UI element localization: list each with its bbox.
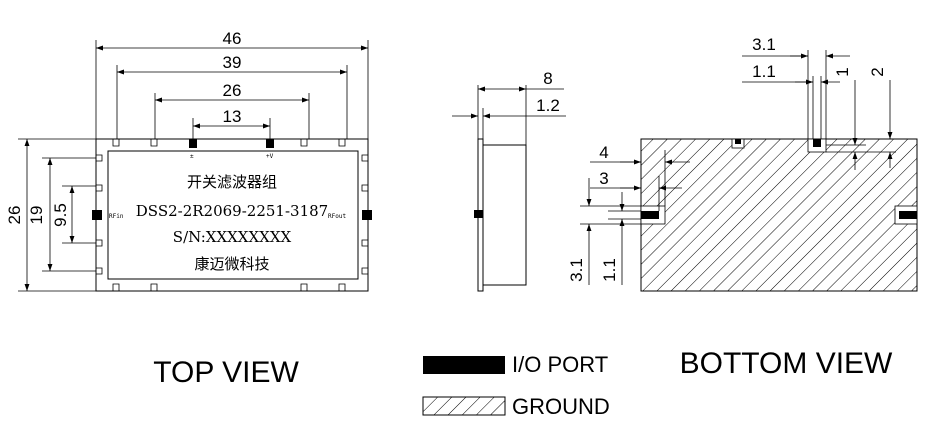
label-line-2: DSS2-2R2069-2251-3187 — [136, 202, 328, 220]
label-line-3: S/N:XXXXXXXX — [173, 228, 292, 246]
dim-1-1-top: 1.1 — [752, 62, 776, 81]
legend-ground-label: GROUND — [512, 394, 610, 419]
dim-13: 13 — [223, 107, 242, 126]
port-rfin — [92, 210, 102, 220]
top-view-vertical-dims: 26 19 9.5 — [5, 138, 96, 292]
side-view-port — [474, 210, 483, 218]
port-rfout — [362, 210, 372, 220]
bottom-view-title: BOTTOM VIEW — [680, 347, 893, 380]
top-view-cover — [107, 150, 359, 280]
pin-label-rfin: RFin — [109, 213, 124, 220]
label-line-4: 康迈微科技 — [194, 255, 269, 273]
label-line-1: 开关滤波器组 — [187, 173, 277, 191]
top-view: RFin RFout ± +V 开关滤波器组 DSS2-2R2069-2251-… — [5, 29, 372, 389]
dim-9-5: 9.5 — [51, 203, 70, 227]
side-view-body — [482, 144, 527, 286]
dim-19: 19 — [27, 206, 46, 225]
dim-1-2: 1.2 — [536, 96, 560, 115]
dim-1: 1 — [833, 67, 852, 76]
dim-3: 3 — [599, 169, 608, 188]
dim-39: 39 — [223, 53, 242, 72]
dim-3-1-top: 3.1 — [752, 35, 776, 54]
dim-8: 8 — [543, 69, 552, 88]
port-top-left — [189, 139, 197, 148]
dim-3-1-left: 3.1 — [567, 258, 586, 282]
edge-notches — [96, 139, 368, 291]
pin-label-rfout: RFout — [328, 213, 346, 220]
bottom-view-ground-plane — [640, 138, 918, 292]
side-view: 8 1.2 — [452, 69, 566, 292]
dim-26-vertical: 26 — [5, 206, 24, 225]
legend-io-port-swatch — [423, 356, 505, 374]
dim-2: 2 — [868, 67, 887, 76]
legend: I/O PORT GROUND — [422, 352, 610, 419]
top-view-horizontal-dims: 46 39 26 13 — [95, 29, 369, 139]
port-top-right — [266, 139, 274, 148]
legend-ground-swatch — [422, 396, 506, 416]
pin-label-top-right: +V — [266, 153, 274, 160]
legend-io-port-label: I/O PORT — [512, 352, 608, 377]
dim-26-horizontal: 26 — [223, 81, 242, 100]
dim-46: 46 — [223, 29, 242, 48]
top-view-title: TOP VIEW — [153, 356, 299, 389]
dim-4: 4 — [599, 143, 608, 162]
dim-1-1-left: 1.1 — [600, 258, 619, 282]
pin-label-top-left: ± — [190, 153, 194, 160]
bottom-view: 3.1 1.1 1 2 4 3 3.1 1.1 — [567, 35, 918, 380]
